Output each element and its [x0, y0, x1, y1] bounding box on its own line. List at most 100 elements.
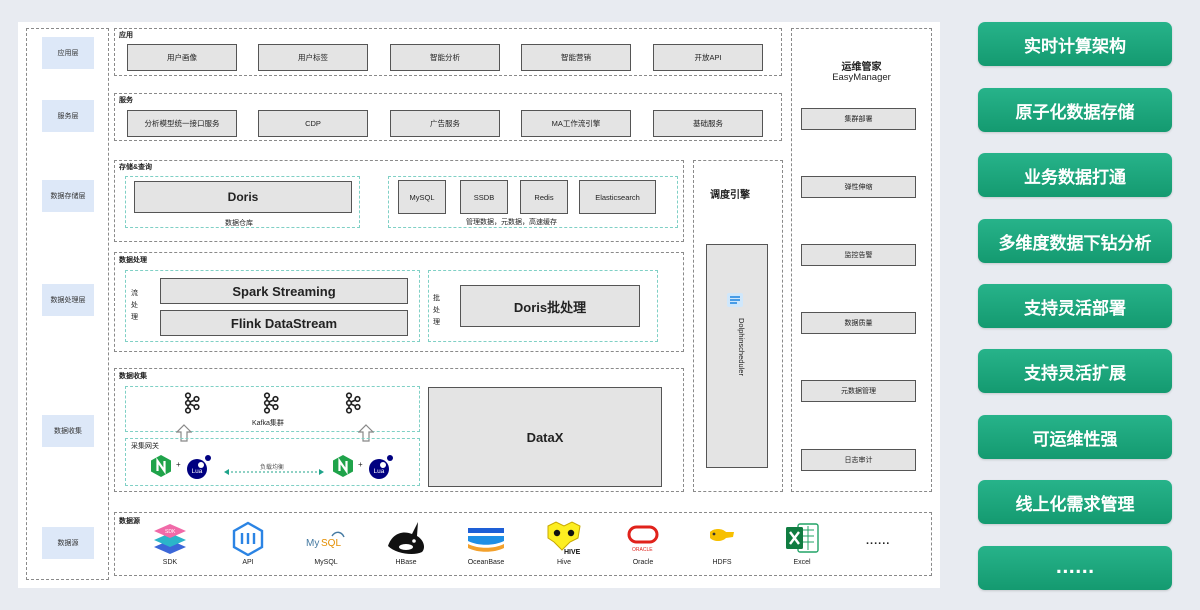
kafka-icon: [344, 392, 362, 414]
gateway-group: [125, 438, 420, 486]
svg-text:SQL: SQL: [321, 538, 341, 549]
stream-label: 流处理: [131, 290, 138, 321]
sdk-icon: SDK: [154, 524, 186, 554]
warehouse-group: [125, 176, 360, 228]
hive-icon: HIVE: [547, 521, 581, 556]
ops-item-data-quality: 数据质量: [801, 312, 916, 334]
layer-label-service: 服务层: [42, 100, 94, 132]
feature-flexible-scaling: 支持灵活扩展: [978, 349, 1172, 393]
layer-label-app: 应用层: [42, 37, 94, 69]
source-hdfs: HDFS: [692, 520, 752, 566]
gateway-title: 采集网关: [131, 443, 159, 450]
feature-drilldown-analysis: 多维度数据下钻分析: [978, 219, 1172, 263]
source-layer: [114, 512, 932, 576]
app-layer: [114, 28, 782, 76]
scheduler-panel: [693, 160, 783, 492]
svg-text:My: My: [306, 538, 319, 549]
doris-batch-box: Doris批处理: [460, 285, 640, 327]
app-item-smart-analysis: 智能分析: [390, 44, 500, 71]
flink-datastream-box: Flink DataStream: [160, 310, 408, 336]
db-mysql: MySQL: [398, 180, 446, 214]
kafka-icon: [262, 392, 280, 414]
source-layer-title: 数据源: [119, 518, 140, 525]
collection-layer: [114, 368, 684, 492]
ops-item-elastic-scaling: 弹性伸缩: [801, 176, 916, 198]
doris-box: Doris: [134, 181, 352, 213]
stream-group: [125, 270, 420, 342]
source-label: Excel: [793, 559, 811, 566]
kafka-group: [125, 386, 420, 432]
ops-item-log-audit: 日志审计: [801, 449, 916, 471]
db-caption: 管理数据，元数据，高速缓存: [466, 219, 557, 226]
feature-business-data-integration: 业务数据打通: [978, 153, 1172, 197]
management-db-group: [388, 176, 678, 228]
up-arrow-icon: [175, 424, 193, 442]
ops-item-cluster-deploy: 集群部署: [801, 108, 916, 130]
service-item-cdp: CDP: [258, 110, 368, 137]
storage-layer-title: 存储&查询: [119, 164, 153, 171]
hdfs-icon: [710, 529, 734, 541]
app-layer-title: 应用: [119, 32, 133, 39]
app-item-user-tags: 用户标签: [258, 44, 368, 71]
service-layer-title: 服务: [119, 97, 133, 104]
dolphinscheduler-label: Dolphinscheduler: [737, 318, 746, 376]
batch-label: 批处理: [433, 295, 440, 326]
oceanbase-icon: [468, 528, 504, 552]
doris-caption: 数据仓库: [225, 220, 253, 227]
service-item-ma-engine: MA工作流引擎: [521, 110, 631, 137]
hbase-icon: [388, 522, 425, 554]
source-label: MySQL: [314, 559, 338, 566]
lua-icon: Lua: [186, 454, 212, 480]
layer-label-source: 数据源: [42, 527, 94, 559]
kafka-icon: [183, 392, 201, 414]
api-icon: [232, 521, 264, 556]
layer-label-collection: 数据收集: [42, 415, 94, 447]
source-api: API: [218, 520, 278, 566]
db-redis: Redis: [520, 180, 568, 214]
source-label: Hive: [556, 559, 571, 566]
up-arrow-icon: [357, 424, 375, 442]
app-item-open-api: 开放API: [653, 44, 763, 71]
ops-panel: [791, 28, 932, 492]
source-label: OceanBase: [467, 559, 505, 566]
source-label: HDFS: [712, 559, 732, 566]
source-more: ......: [866, 535, 891, 547]
app-item-smart-marketing: 智能营销: [521, 44, 631, 71]
svg-text:ORACLE: ORACLE: [632, 547, 653, 553]
plus-sign: +: [358, 460, 363, 469]
feature-flexible-deployment: 支持灵活部署: [978, 284, 1172, 328]
dolphinscheduler-icon: [725, 290, 745, 310]
service-item-ads: 广告服务: [390, 110, 500, 137]
service-item-base: 基础服务: [653, 110, 763, 137]
layer-column: [26, 28, 109, 580]
datax-box: DataX: [428, 387, 662, 487]
source-label: HBase: [395, 559, 417, 566]
ops-subtitle: EasyManager: [832, 72, 891, 83]
source-excel: Excel: [772, 520, 832, 566]
collection-layer-title: 数据收集: [119, 373, 147, 380]
source-label: Oracle: [632, 559, 654, 566]
processing-layer: [114, 252, 684, 352]
feature-realtime-computing: 实时计算架构: [978, 22, 1172, 66]
layer-label-processing: 数据处理层: [42, 284, 94, 316]
lua-icon: Lua: [368, 454, 394, 480]
source-oracle: ORACLE Oracle: [613, 520, 673, 566]
scheduler-title: 调度引擎: [710, 190, 750, 201]
svg-text:Lua: Lua: [192, 468, 203, 475]
feature-maintainability: 可运维性强: [978, 415, 1172, 459]
service-item-unified-api: 分析模型统一接口服务: [127, 110, 237, 137]
svg-text:SDK: SDK: [165, 529, 176, 535]
kafka-caption: Kafka集群: [252, 420, 284, 427]
source-hive: HIVE Hive: [534, 520, 594, 566]
batch-group: [428, 270, 658, 342]
nginx-icon: [332, 454, 354, 478]
storage-layer: [114, 160, 684, 242]
source-oceanbase: OceanBase: [456, 520, 516, 566]
source-label: SDK: [162, 559, 178, 566]
spark-streaming-box: Spark Streaming: [160, 278, 408, 304]
source-hbase: HBase: [376, 520, 436, 566]
architecture-diagram: 应用层 服务层 数据存储层 数据处理层 数据收集 数据源 应用 用户画像 用户标…: [18, 22, 940, 588]
source-label: API: [242, 559, 254, 566]
processing-layer-title: 数据处理: [119, 257, 147, 264]
